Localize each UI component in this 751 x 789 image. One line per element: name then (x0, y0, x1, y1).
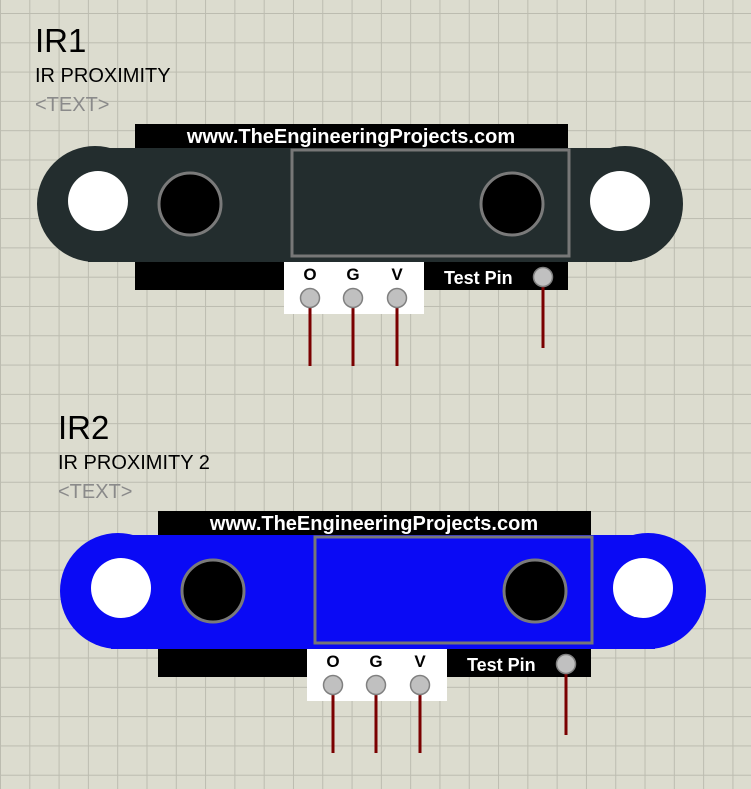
ir-receiver (502, 558, 568, 624)
test-pin[interactable] (532, 266, 554, 288)
test-pin-label: Test Pin (467, 655, 536, 675)
pin-o[interactable] (299, 287, 321, 309)
right-mount-hole (613, 558, 673, 618)
test-pin[interactable] (555, 653, 577, 675)
component-value: IR PROXIMITY (35, 65, 171, 87)
sensor-window (290, 148, 571, 258)
pin-label: O (326, 652, 339, 671)
pin-v[interactable] (409, 674, 431, 696)
pin-v[interactable] (386, 287, 408, 309)
url-banner (158, 511, 591, 536)
pin-o[interactable] (322, 674, 344, 696)
right-mount-hole (590, 171, 650, 231)
pin-label: O (303, 265, 316, 284)
pin-g[interactable] (365, 674, 387, 696)
test-pin-label: Test Pin (444, 268, 513, 288)
component-text-placeholder: <TEXT> (35, 94, 109, 116)
url-label: www.TheEngineeringProjects.com (186, 126, 515, 148)
left-mount-hole (68, 171, 128, 231)
left-mount-hole (91, 558, 151, 618)
sensor-window (313, 535, 594, 645)
component-text-placeholder: <TEXT> (58, 481, 132, 503)
url-label: www.TheEngineeringProjects.com (209, 513, 538, 535)
pin-g[interactable] (342, 287, 364, 309)
component-reference: IR2 (58, 409, 109, 446)
pin-label: G (346, 265, 359, 284)
url-banner (135, 124, 568, 149)
component-reference: IR1 (35, 22, 86, 59)
pin-label: G (369, 652, 382, 671)
component-value: IR PROXIMITY 2 (58, 452, 210, 474)
ir-receiver (479, 171, 545, 237)
pin-label: V (391, 265, 403, 284)
pin-label: V (414, 652, 426, 671)
ir-emitter (157, 171, 223, 237)
ir-sensor-2[interactable]: IR2 IR PROXIMITY 2 <TEXT> www.TheEngineerin… (58, 409, 706, 753)
ir-sensor-1[interactable]: IR1 IR PROXIMITY <TEXT> www.TheEngineeringP… (35, 22, 683, 366)
ir-emitter (180, 558, 246, 624)
